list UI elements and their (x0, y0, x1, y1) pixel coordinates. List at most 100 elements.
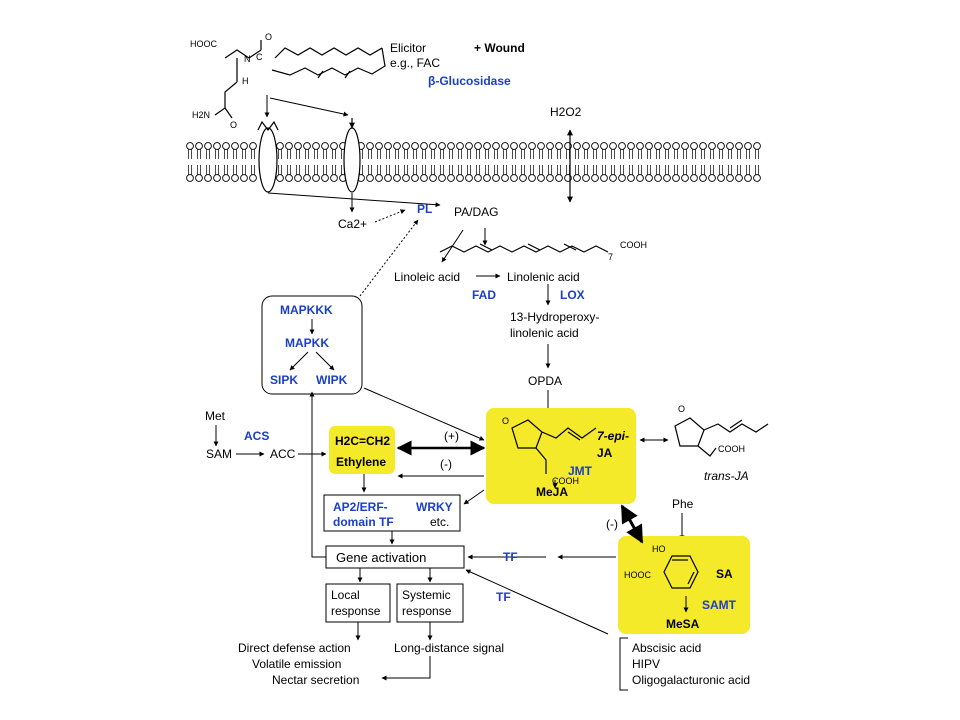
lipid-head (330, 174, 338, 182)
tf-label-2: TF (496, 590, 511, 604)
lipid-head (240, 142, 248, 150)
positive-label: (+) (444, 429, 459, 443)
lipid-head (483, 174, 491, 182)
elicitor-h: H (242, 76, 249, 86)
lipid-head (366, 174, 374, 182)
lipid-head (438, 142, 446, 150)
lipid-head (501, 174, 509, 182)
elicitor-structure (214, 40, 386, 119)
lipid-head (528, 142, 536, 150)
lipid-head (510, 142, 518, 150)
ethylene-highlight-box (329, 426, 395, 474)
lipid-head (366, 142, 374, 150)
lipid-head (591, 174, 599, 182)
negative-label-1: (-) (440, 457, 452, 471)
phe-label: Phe (672, 497, 694, 511)
lipid-head (402, 174, 410, 182)
lipid-head (753, 174, 761, 182)
lipid-head (699, 174, 707, 182)
calcium-label: Ca2+ (338, 217, 367, 231)
lipid-head (384, 142, 392, 150)
lipid-head (618, 142, 626, 150)
lipid-head (645, 142, 653, 150)
lipid-head (375, 142, 383, 150)
plasma-membrane (186, 142, 761, 182)
systemic-label-2: response (402, 604, 452, 618)
lipid-head (573, 174, 581, 182)
lipid-head (528, 174, 536, 182)
local-label-1: Local (331, 588, 360, 602)
lipid-head (231, 142, 239, 150)
lipid-head (573, 142, 581, 150)
ap2-label: AP2/ERF- (333, 500, 388, 514)
ja-structure (511, 419, 597, 474)
lipid-head (555, 142, 563, 150)
lipid-head (321, 142, 329, 150)
lipid-head (276, 142, 284, 150)
sa-label: SA (716, 567, 733, 581)
lipid-head (672, 174, 680, 182)
lipid-head (231, 174, 239, 182)
linolenic-structure (439, 243, 609, 253)
nectar-label: Nectar secretion (272, 673, 359, 687)
lipid-head (690, 174, 698, 182)
lipid-head (627, 174, 635, 182)
lipid-head (717, 142, 725, 150)
lipid-head (312, 174, 320, 182)
local-response-box (325, 583, 391, 623)
receptor-icon (257, 120, 279, 193)
padag-label: PA/DAG (454, 205, 498, 219)
lipid-head (609, 174, 617, 182)
lipid-head (537, 142, 545, 150)
lipid-head (465, 142, 473, 150)
sipk-label: SIPK (270, 373, 298, 387)
channel-icon (343, 118, 361, 193)
lipid-head (465, 174, 473, 182)
lipid-head (699, 142, 707, 150)
lipid-head (519, 142, 527, 150)
lipid-head (447, 174, 455, 182)
mapkkk-label: MAPKKK (280, 303, 333, 317)
lipid-head (510, 174, 518, 182)
lipid-head (195, 174, 203, 182)
sa-hooc: HOOC (624, 570, 652, 580)
etc-label: etc. (430, 515, 449, 529)
lipid-head (672, 142, 680, 150)
lipid-head (420, 142, 428, 150)
lipid-head (429, 142, 437, 150)
wrky-label: WRKY (416, 500, 453, 514)
wound-label: + Wound (474, 41, 525, 55)
lipid-head (636, 142, 644, 150)
lipid-head (582, 142, 590, 150)
ja-name: JA (597, 446, 613, 460)
lipid-head (681, 142, 689, 150)
lipid-head (213, 174, 221, 182)
lipid-head (474, 142, 482, 150)
meja-label: MeJA (536, 485, 568, 499)
ja-highlight-box (486, 408, 636, 504)
domain-tf-label: domain TF (333, 515, 394, 529)
lipid-head (186, 174, 194, 182)
lipid-head (249, 142, 257, 150)
lipid-head (402, 142, 410, 150)
lipid-head (285, 174, 293, 182)
lipid-head (294, 174, 302, 182)
lipid-head (708, 142, 716, 150)
lipid-head (555, 174, 563, 182)
lipid-head (411, 142, 419, 150)
lipid-head (492, 142, 500, 150)
lipid-head (663, 142, 671, 150)
hydroperoxy-label-2: linolenic acid (510, 326, 579, 340)
lipid-head (645, 174, 653, 182)
elicitor-c: C (256, 52, 263, 62)
systemic-label-1: Systemic (402, 588, 451, 602)
lipid-head (708, 174, 716, 182)
lipid-head (474, 174, 482, 182)
lipid-head (546, 142, 554, 150)
lipid-head (609, 142, 617, 150)
lipid-head (600, 174, 608, 182)
lipid-head (744, 174, 752, 182)
lipid-head (393, 142, 401, 150)
opda-label: OPDA (528, 374, 562, 388)
lipid-head (249, 174, 257, 182)
